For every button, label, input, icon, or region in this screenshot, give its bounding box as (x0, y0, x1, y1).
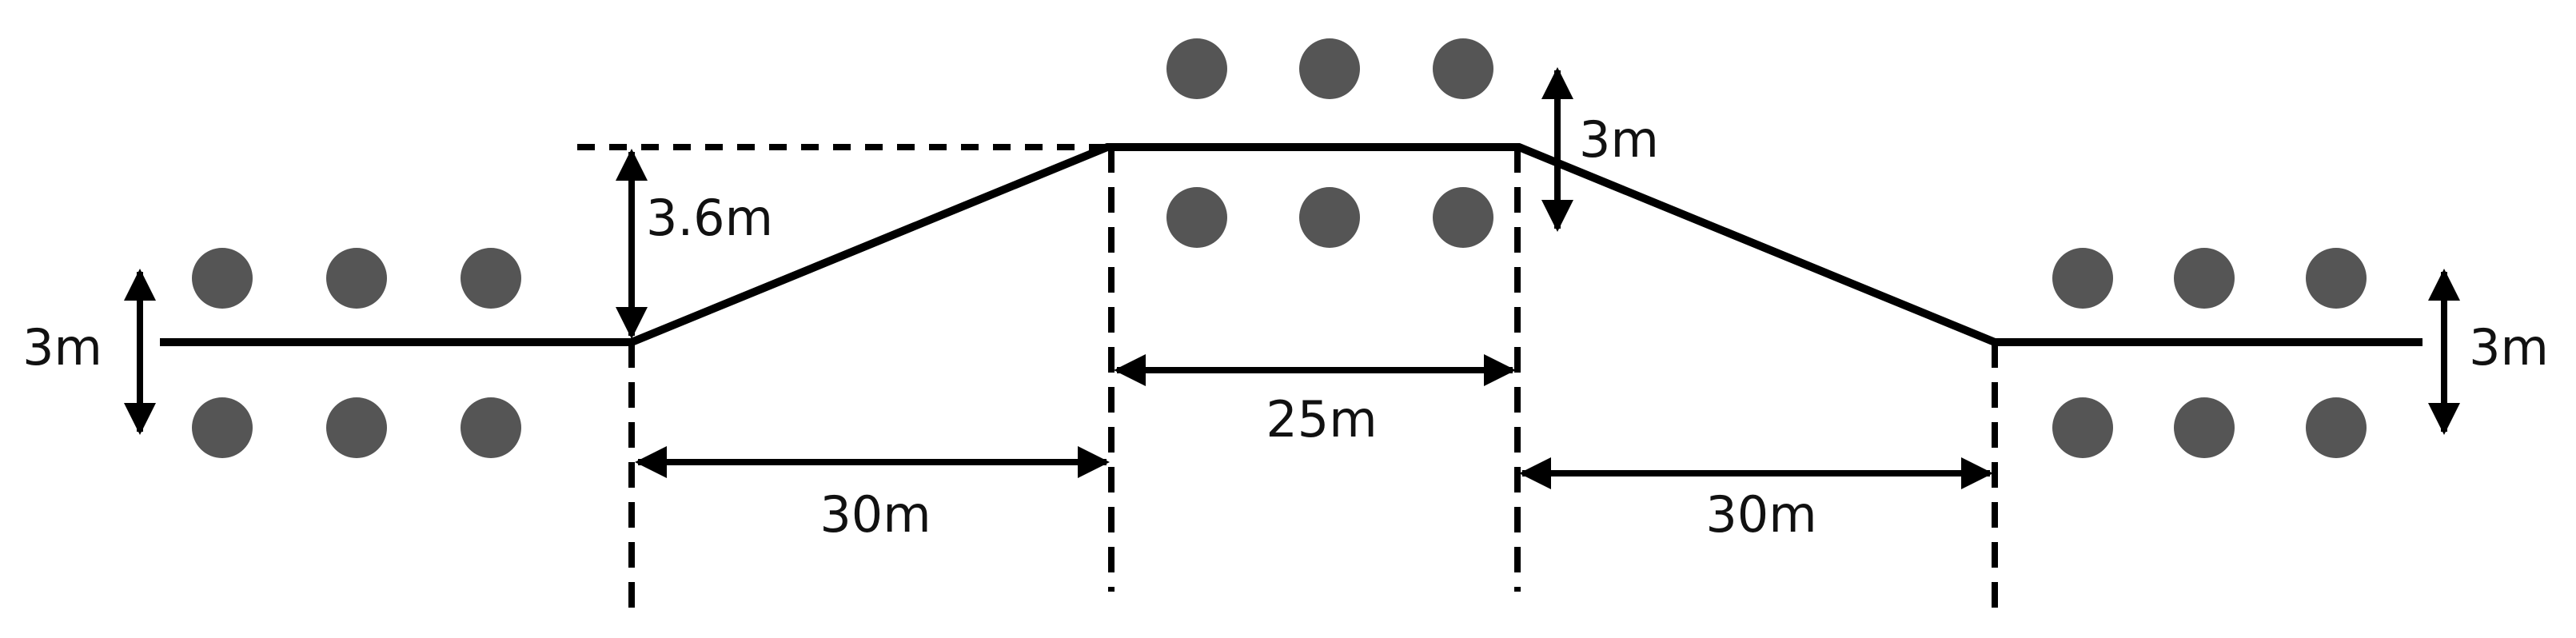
dot (1433, 187, 1493, 248)
dot (326, 397, 387, 458)
road-centerline (160, 143, 2422, 346)
dot (2306, 397, 2367, 458)
dot (461, 397, 521, 458)
right-gap-label: 3m (2469, 318, 2549, 377)
right-slope-length-label: 30m (1705, 485, 1816, 544)
dot (192, 397, 253, 458)
rise-label: 3.6m (646, 189, 773, 247)
dimension-arrows (124, 67, 2460, 489)
dot (1433, 38, 1493, 99)
road-profile (160, 143, 2422, 346)
dot (1299, 187, 1360, 248)
section-boundaries (628, 147, 1998, 608)
dot (2174, 397, 2235, 458)
left-section-dots (192, 248, 521, 458)
left-slope-length-label: 30m (819, 485, 931, 544)
right-section-dots (2052, 248, 2367, 458)
dot (1299, 38, 1360, 99)
dot (461, 248, 521, 309)
dot (192, 248, 253, 309)
dot (2306, 248, 2367, 309)
dot (2052, 248, 2113, 309)
left-gap-label: 3m (22, 318, 102, 377)
top-length-label: 25m (1266, 390, 1377, 449)
dot (2174, 248, 2235, 309)
dot (1166, 187, 1227, 248)
dimension-labels: 3m 3.6m 3m 3m 30m 25m 30m (22, 110, 2549, 544)
top-gap-label: 3m (1579, 110, 1659, 169)
top-section-dots (1166, 38, 1493, 248)
dot (2052, 397, 2113, 458)
dot (326, 248, 387, 309)
dot (1166, 38, 1227, 99)
